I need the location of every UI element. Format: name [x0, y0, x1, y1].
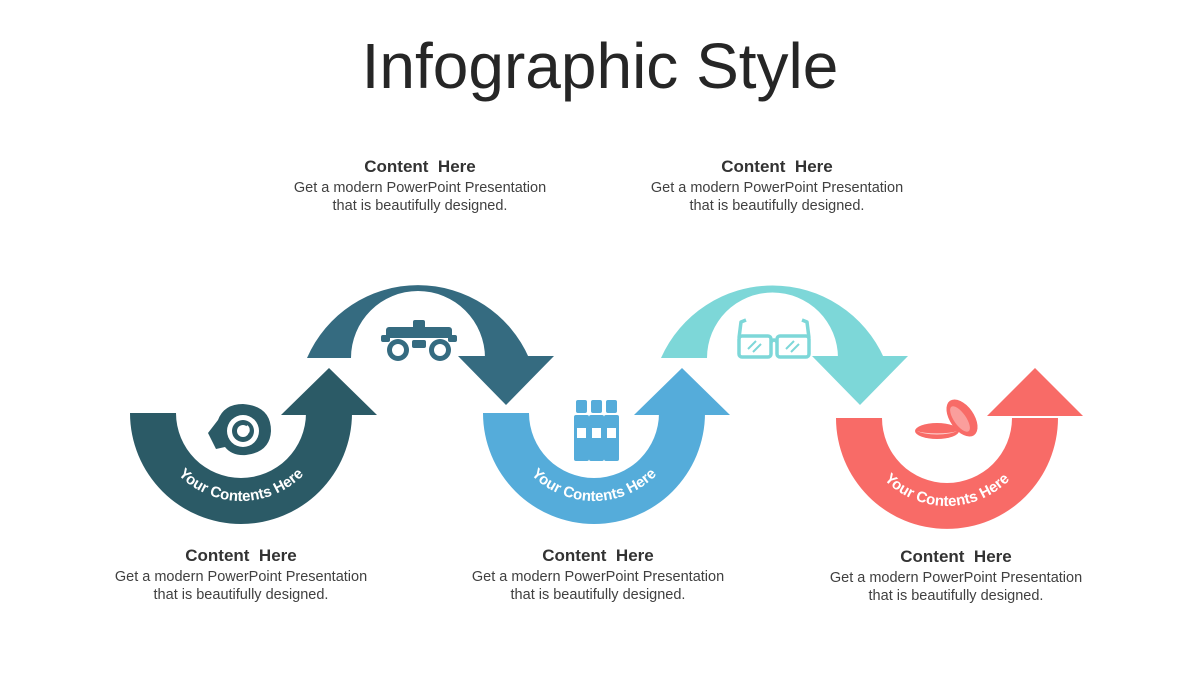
content-heading: Content Here: [364, 157, 476, 176]
contact-lenses-icon: [915, 399, 978, 439]
arc-step-4-arrowhead: [812, 356, 908, 405]
content-block-2: Content Here Get a modern PowerPoint Pre…: [290, 156, 550, 215]
page-title: Infographic Style: [361, 30, 839, 102]
content-body: Get a modern PowerPoint Presentation tha…: [650, 180, 904, 214]
arc-step-3: Your Contents Here: [483, 368, 730, 524]
arc-step-5-band: [836, 418, 1058, 529]
arc-step-1-arrowhead: [281, 368, 377, 415]
arc-step-1-band: [130, 413, 352, 524]
contact-lens-eye-icon: [208, 404, 271, 456]
content-block-1: Content Here Get a modern PowerPoint Pre…: [111, 545, 371, 604]
eye-drop-vials-icon: [574, 400, 619, 461]
content-heading: Content Here: [542, 546, 654, 565]
arc-step-4-band: [661, 285, 884, 358]
content-body: Get a modern PowerPoint Presentation tha…: [114, 569, 368, 603]
arc-step-2-arrowhead: [458, 356, 554, 405]
arc-step-4: Your Contents Here: [661, 212, 908, 405]
content-heading: Content Here: [721, 157, 833, 176]
content-body: Get a modern PowerPoint Presentation tha…: [293, 180, 547, 214]
arc-step-2-label: Your Contents Here: [357, 212, 499, 257]
content-block-3: Content Here Get a modern PowerPoint Pre…: [468, 545, 728, 604]
arc-step-3-arrowhead: [634, 368, 730, 415]
phoropter-icon: [381, 320, 457, 361]
arc-step-2-band: [307, 285, 529, 358]
content-heading: Content Here: [185, 546, 297, 565]
content-heading: Content Here: [900, 547, 1012, 566]
content-body: Get a modern PowerPoint Presentation tha…: [829, 570, 1083, 604]
arc-step-5: Your Contents Here: [836, 368, 1083, 529]
arc-step-3-band: [483, 413, 705, 524]
content-block-4: Content Here Get a modern PowerPoint Pre…: [647, 156, 907, 215]
eyeglasses-icon: [737, 318, 811, 359]
content-block-5: Content Here Get a modern PowerPoint Pre…: [826, 546, 1086, 605]
arc-step-2: Your Contents Here: [307, 212, 554, 405]
arc-step-4-label: Your Contents Here: [712, 212, 854, 257]
arc-step-1: Your Contents Here: [130, 368, 377, 524]
content-body: Get a modern PowerPoint Presentation tha…: [471, 569, 725, 603]
arc-step-5-arrowhead: [987, 368, 1083, 416]
